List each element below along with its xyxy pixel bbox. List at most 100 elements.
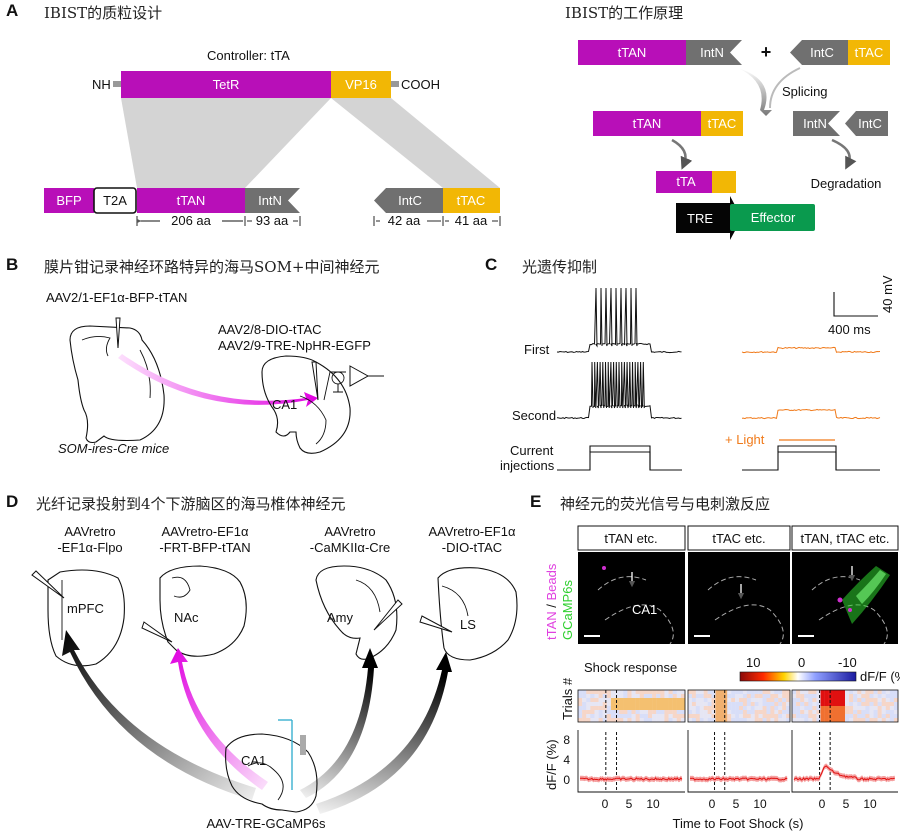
micrograph-ttac-contours — [707, 576, 784, 645]
ytick-4: 4 — [563, 753, 570, 767]
tetr-domain — [121, 71, 331, 98]
tetr-label: TetR — [213, 77, 240, 92]
trace-second-control — [556, 361, 682, 420]
heatmap-1 — [577, 689, 686, 723]
col-header-both — [791, 525, 899, 551]
image-ylabel-gcamp: GCaMP6s — [560, 580, 575, 640]
intn-label: IntN — [258, 193, 282, 208]
projection-arrow-b — [118, 354, 318, 407]
panel-c-title: 光遗传抑制 — [522, 258, 597, 276]
dff-trace-3 — [791, 730, 898, 793]
virus-nphr-label: AAV2/9-TRE-NpHR-EGFP — [218, 338, 371, 353]
plus-sign: + — [761, 42, 772, 62]
fiber-ls — [419, 615, 453, 633]
ls-detail — [441, 585, 469, 617]
virus-frt-b: -FRT-BFP-tTAN — [159, 540, 250, 555]
shock-response-label: Shock response — [584, 660, 677, 675]
panel-b-title: 膜片钳记录神经环路特异的海马SOM+中间神经元 — [44, 258, 380, 276]
panel-c-letter: C — [485, 255, 497, 274]
virus-flpo-a: AAVretro — [64, 524, 115, 539]
dff-ylabel: dF/F (%) — [544, 739, 559, 790]
xtick-0-a: 0 — [602, 797, 609, 811]
trace-second-light — [741, 408, 881, 420]
heatmap-2 — [687, 689, 791, 723]
ca1-label-d: CA1 — [241, 753, 266, 768]
wp-intc-label: IntC — [810, 45, 834, 60]
bead-2 — [837, 597, 843, 603]
effector-box — [730, 204, 815, 231]
cooh-linker — [391, 81, 399, 87]
aa93-label: 93 aa — [256, 213, 289, 228]
current-step-right-low — [742, 451, 880, 471]
slice-amy — [315, 565, 398, 660]
bead-3 — [848, 608, 852, 612]
t2a-domain — [93, 187, 137, 214]
colorbar-min: -10 — [838, 655, 857, 670]
e-xlabel: Time to Foot Shock (s) — [673, 816, 804, 831]
tre-promoter — [676, 196, 742, 240]
panel-c: C 光遗传抑制 40 mV 400 ms First Second Curren… — [485, 255, 895, 473]
freed-intc — [845, 111, 888, 136]
micrograph-ttan — [578, 552, 685, 644]
arrow-to-amy — [300, 648, 378, 798]
trace-first-control — [556, 287, 682, 354]
degradation-arrow — [831, 138, 857, 170]
ytick-8: 8 — [563, 733, 570, 747]
fused-ttan-label: tTAN — [633, 116, 662, 131]
micrograph-ttac — [688, 552, 790, 644]
scale-time: 400 ms — [828, 322, 871, 337]
xtick-5-b: 5 — [733, 797, 740, 811]
col-header-ttac-label: tTAC etc. — [712, 531, 765, 546]
ttan-domain — [137, 188, 245, 213]
panel-d: D 光纤记录投射到4个下游脑区的海马椎体神经元 AAVretro -EF1α-F… — [6, 492, 518, 831]
colorbar-unit: dF/F (%) — [860, 669, 900, 684]
amplifier-icon — [349, 365, 370, 387]
col-header-ttan-label: tTAN etc. — [604, 531, 657, 546]
trials-label: Trials # — [560, 677, 575, 720]
fused-ttac-label: tTAC — [708, 116, 737, 131]
fiber-amy — [373, 599, 403, 631]
intc-label: IntC — [398, 193, 422, 208]
virus-camk-a: AAVretro — [324, 524, 375, 539]
xtick-10-c: 10 — [863, 797, 877, 811]
trace-second-label: Second — [512, 408, 556, 423]
trace-first-label: First — [524, 342, 550, 357]
degradation-label: Degradation — [811, 176, 882, 191]
effector-label: Effector — [751, 210, 796, 225]
vp16-label: VP16 — [345, 77, 377, 92]
current-step-right-high — [777, 445, 837, 470]
t2a-label: T2A — [103, 193, 127, 208]
slice-hippocampus — [225, 733, 318, 813]
aa41-label: 41 aa — [455, 213, 488, 228]
trace-first-light — [741, 346, 881, 354]
micrograph-both-contours — [811, 576, 888, 645]
amy-label: Amy — [327, 610, 354, 625]
controller-label: Controller: tTA — [207, 48, 290, 63]
fiber-mpfc — [31, 570, 65, 599]
gcamp-bright — [856, 570, 886, 604]
current-step-left-low — [557, 451, 682, 471]
nh-label: NH — [92, 77, 111, 92]
ttan-projection — [121, 98, 331, 188]
ttan-label: tTAN — [177, 193, 206, 208]
xtick-5-a: 5 — [626, 797, 633, 811]
xtick-0-b: 0 — [709, 797, 716, 811]
xtick-10-b: 10 — [753, 797, 767, 811]
panel-a: A IBIST的质粒设计 IBIST的工作原理 Controller: tTA … — [6, 1, 890, 240]
colorbar-mid: 0 — [798, 655, 805, 670]
panel-e-title: 神经元的荧光信号与电刺激反应 — [560, 495, 770, 513]
wp-ttac — [848, 40, 890, 65]
fused-ttac — [701, 111, 743, 136]
ttac-projection — [331, 98, 500, 188]
left-slice-detail — [81, 335, 111, 357]
panel-b-letter: B — [6, 255, 18, 274]
current-label-2: injections — [500, 458, 555, 473]
light-label: + Light — [725, 432, 765, 447]
fiber-implant — [300, 735, 306, 755]
bfp-label: BFP — [56, 193, 81, 208]
right-slice-detail — [299, 395, 327, 445]
dff-trace-1 — [577, 730, 685, 793]
col-header-both-label: tTAN, tTAC etc. — [800, 531, 889, 546]
panel-d-letter: D — [6, 492, 18, 511]
fused-ttan — [593, 111, 701, 136]
